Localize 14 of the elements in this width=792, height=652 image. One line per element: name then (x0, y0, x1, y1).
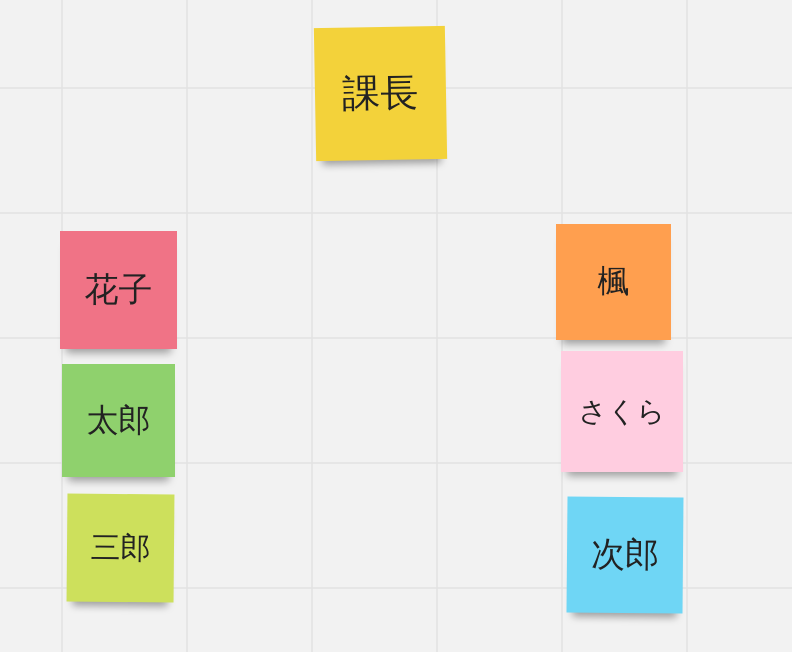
sticky-note (556, 224, 671, 340)
sticky-note (62, 364, 175, 477)
note-label: 楓 (598, 261, 630, 302)
note-label: さくら (578, 394, 666, 430)
sticky-note (314, 26, 448, 162)
note-label: 太郎 (86, 400, 150, 440)
note-label: 三郎 (90, 529, 151, 568)
note-label: 花子 (84, 269, 152, 312)
sticky-note (66, 494, 174, 602)
sticky-note (566, 496, 684, 614)
note-label: 課長 (342, 69, 419, 118)
note-label: 次郎 (590, 534, 660, 578)
sticky-note (561, 351, 683, 472)
sticky-note (60, 231, 177, 349)
